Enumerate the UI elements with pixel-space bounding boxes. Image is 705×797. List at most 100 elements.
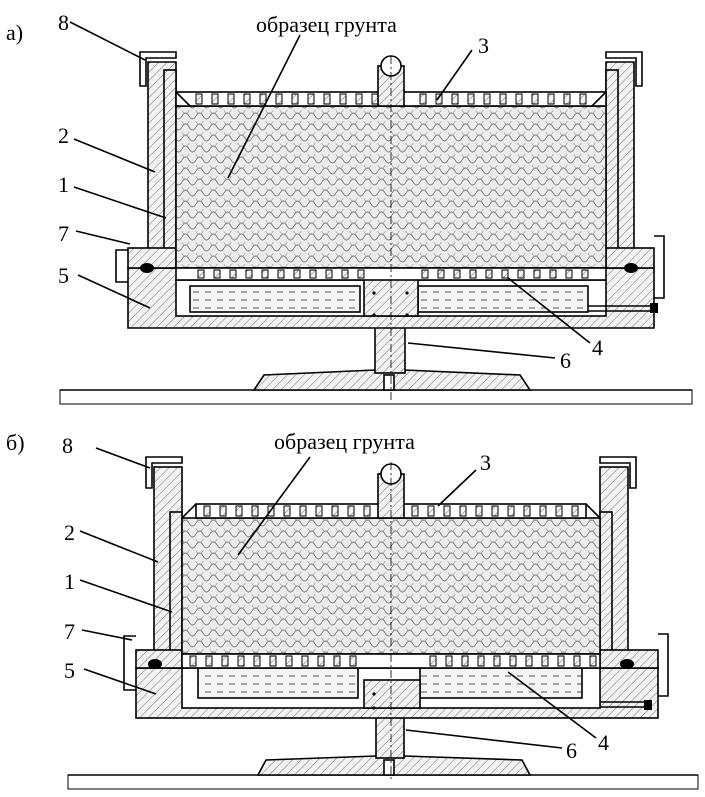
label-2: 2 — [58, 123, 69, 148]
clamp-right — [654, 235, 665, 299]
bracket-right — [599, 456, 637, 489]
pore-slot — [203, 505, 211, 517]
pore-slot — [347, 505, 355, 517]
water-right — [419, 667, 583, 699]
seal-right — [624, 263, 638, 273]
pore-slot — [533, 269, 541, 279]
pore-slot — [491, 505, 499, 517]
pore-slot — [453, 269, 461, 279]
pore-slot — [579, 93, 587, 105]
pore-slot — [483, 93, 491, 105]
pore-slot — [451, 93, 459, 105]
drain-valve — [650, 303, 658, 313]
label-5: 5 — [64, 658, 75, 683]
pore-slot — [507, 505, 515, 517]
pore-slot — [499, 93, 507, 105]
ground-surface — [67, 774, 699, 790]
pore-slot — [459, 505, 467, 517]
pore-slot — [555, 505, 563, 517]
ground-surface — [59, 389, 693, 405]
pore-slot — [571, 505, 579, 517]
top-stamp-pores — [203, 505, 579, 517]
pore-slot — [445, 655, 453, 667]
pore-slot — [331, 505, 339, 517]
top-stamp-pores — [195, 93, 587, 105]
label-7: 7 — [64, 619, 75, 644]
pore-slot — [261, 269, 269, 279]
clamp-left — [115, 249, 128, 283]
pore-slot — [435, 93, 443, 105]
inner-ring-left — [163, 69, 177, 269]
label-4: 4 — [592, 335, 603, 360]
label-7: 7 — [58, 221, 69, 246]
pore-slot — [477, 655, 485, 667]
pore-slot — [227, 93, 235, 105]
inner-ring-left — [169, 511, 183, 669]
pore-slot — [509, 655, 517, 667]
label-2: 2 — [64, 520, 75, 545]
stand-socket — [383, 759, 395, 776]
pore-slot — [467, 93, 475, 105]
pore-slot — [189, 655, 197, 667]
pore-slot — [573, 655, 581, 667]
label-1: 1 — [58, 172, 69, 197]
pore-slot — [531, 93, 539, 105]
pore-slot — [251, 505, 259, 517]
inner-ring-right — [599, 511, 613, 669]
water-right — [417, 285, 589, 313]
seal-left — [140, 263, 154, 273]
pore-slot — [581, 269, 589, 279]
pore-slot — [427, 505, 435, 517]
pore-slot — [325, 269, 333, 279]
pore-slot — [307, 93, 315, 105]
pore-slot — [541, 655, 549, 667]
pore-slot — [557, 655, 565, 667]
seal-left — [148, 659, 162, 669]
pore-slot — [523, 505, 531, 517]
pore-slot — [485, 269, 493, 279]
pore-slot — [309, 269, 317, 279]
bracket-left — [139, 51, 177, 87]
drain-valve — [644, 700, 652, 710]
pore-slot — [357, 269, 365, 279]
pore-slot — [275, 93, 283, 105]
pore-slot — [245, 269, 253, 279]
pore-slot — [501, 269, 509, 279]
inner-ring-right — [605, 69, 619, 269]
panel-a: а) образец грунта 8 3 2 1 7 5 6 4 — [6, 10, 693, 405]
clamp-left — [123, 635, 136, 691]
bottom-plate-pores — [189, 655, 597, 667]
pore-slot — [229, 269, 237, 279]
panel-b: б) образец грунта 8 3 2 1 7 5 6 4 — [6, 429, 699, 790]
water-left — [197, 667, 359, 699]
pore-slot — [291, 93, 299, 105]
pore-slot — [235, 505, 243, 517]
label-8: 8 — [62, 433, 73, 458]
pore-slot — [563, 93, 571, 105]
sample-label: образец грунта — [274, 429, 415, 454]
pore-slot — [301, 655, 309, 667]
pore-slot — [237, 655, 245, 667]
pore-slot — [469, 269, 477, 279]
pore-slot — [259, 93, 267, 105]
pore-slot — [475, 505, 483, 517]
bracket-left — [145, 456, 183, 489]
pore-slot — [371, 93, 379, 105]
water-left — [189, 285, 361, 313]
pore-slot — [515, 93, 523, 105]
label-8: 8 — [58, 10, 69, 35]
sample-label: образец грунта — [256, 12, 397, 37]
pore-slot — [437, 269, 445, 279]
pore-slot — [565, 269, 573, 279]
central-stem — [363, 679, 421, 709]
pore-slot — [211, 93, 219, 105]
pore-slot — [339, 93, 347, 105]
pore-slot — [493, 655, 501, 667]
pore-slot — [363, 505, 371, 517]
pore-slot — [355, 93, 363, 105]
pore-slot — [299, 505, 307, 517]
pore-slot — [443, 505, 451, 517]
pore-slot — [341, 269, 349, 279]
clamp-right — [658, 633, 669, 697]
